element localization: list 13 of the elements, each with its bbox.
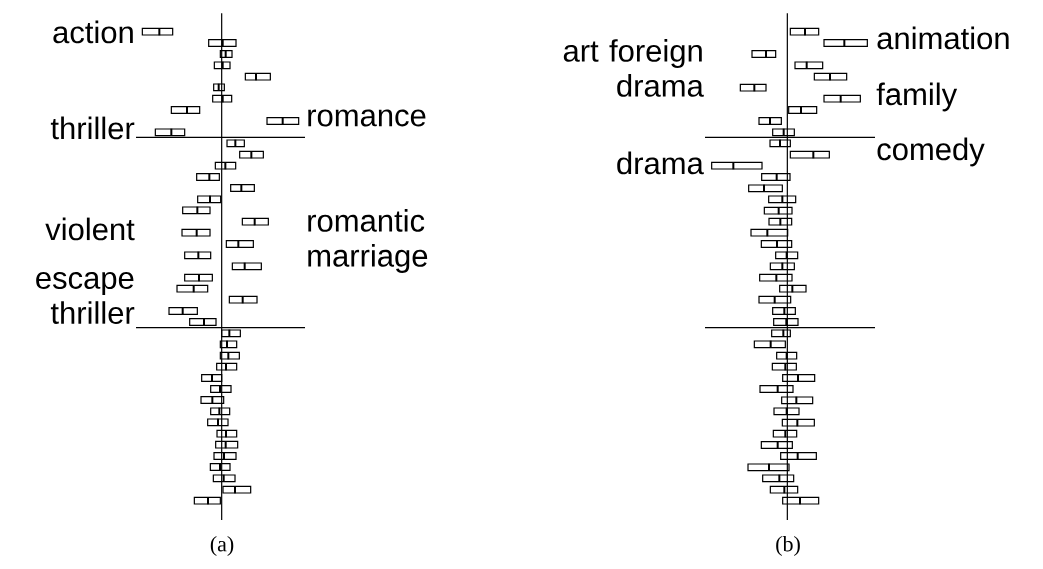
category-label: action [53,20,133,44]
category-label: comedy [877,137,985,167]
category-label: thriller [50,116,135,140]
panel-label: (a) [210,536,234,556]
category-label: romantic marriage [308,209,428,273]
category-label: drama [617,151,704,175]
category-label: animation [877,26,1009,50]
category-label: art foreign drama [563,39,704,97]
category-label: family [876,82,958,112]
category-label: romance [308,109,426,127]
category-label: escape thriller [36,272,135,324]
panel-label: (b) [776,536,800,556]
category-label: violent [45,217,135,241]
